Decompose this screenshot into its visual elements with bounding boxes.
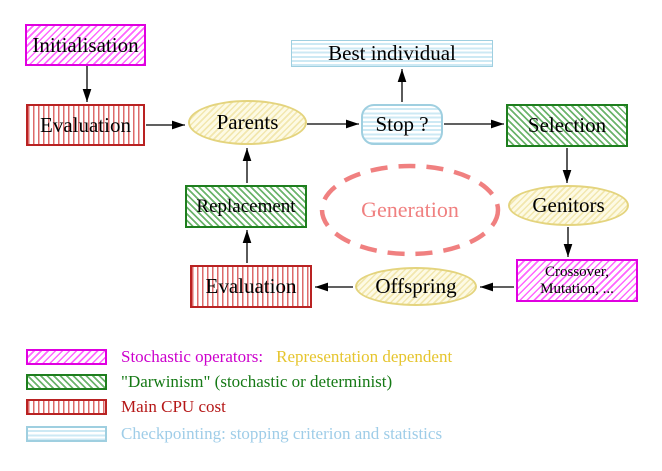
legend-swatch-red-stripes <box>26 399 107 415</box>
crossover-line1: Crossover, <box>545 263 609 280</box>
legend-label-cpu-cost: Main CPU cost <box>121 397 226 416</box>
crossover-line2: Mutation, ... <box>540 280 614 297</box>
legend-row-checkpointing: Checkpointing: stopping criterion and st… <box>26 424 442 444</box>
node-stop: Stop ? <box>361 104 443 145</box>
node-parents: Parents <box>188 100 307 145</box>
node-genitors: Genitors <box>508 185 629 226</box>
node-evaluation-bottom: Evaluation <box>190 265 312 308</box>
node-offspring: Offspring <box>355 267 477 306</box>
node-crossover-mutation: Crossover, Mutation, ... <box>516 259 638 302</box>
node-replacement: Replacement <box>185 185 307 228</box>
node-best-individual: Best individual <box>291 40 493 67</box>
generation-label: Generation <box>361 197 459 222</box>
legend-row-cpu-cost: Main CPU cost <box>26 397 226 417</box>
node-initialisation: Initialisation <box>25 24 146 66</box>
legend-label-representation: Representation dependent <box>276 347 453 366</box>
node-evaluation-top: Evaluation <box>26 104 145 146</box>
legend-swatch-green-hatch <box>26 374 107 390</box>
legend-swatch-cyan-stripes <box>26 426 107 442</box>
node-selection: Selection <box>506 104 628 147</box>
legend-row-darwinism: "Darwinism" (stochastic or determinist) <box>26 372 392 392</box>
legend-label-stochastic: Stochastic operators: <box>121 347 264 366</box>
legend-label-checkpointing: Checkpointing: stopping criterion and st… <box>121 424 443 443</box>
legend-row-stochastic: Stochastic operators: Representation depe… <box>26 347 452 367</box>
legend-swatch-magenta-hatch <box>26 349 107 365</box>
legend-label-darwinism: "Darwinism" (stochastic or determinist) <box>121 372 393 391</box>
